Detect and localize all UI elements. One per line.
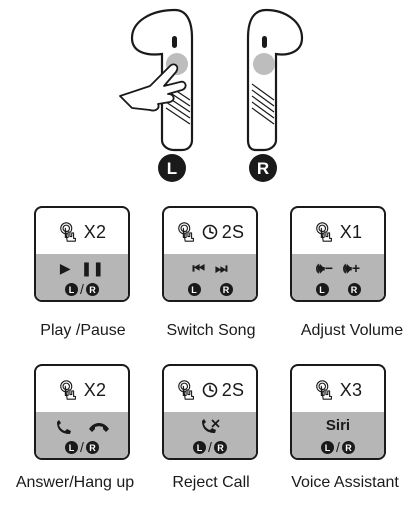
tap-gesture-icon	[177, 380, 194, 400]
hang-up-icon	[89, 423, 109, 432]
function-label: Play /Pause	[40, 322, 126, 339]
reject-call-icon	[202, 419, 220, 433]
control-right: 🕪+	[343, 260, 360, 276]
tap-icon-wrap	[58, 221, 80, 243]
gesture-card: 2S ⏮ ⏭ L R	[162, 206, 258, 302]
action-panel: ⏮ ⏭ L R	[164, 254, 256, 300]
tap-icon-wrap	[314, 379, 336, 401]
tap-icon-wrap	[58, 379, 80, 401]
lr-pair: L R	[178, 283, 242, 296]
lr-indicator: L / R	[36, 439, 128, 455]
function-label: Voice Assistant	[291, 474, 399, 491]
call-controls	[36, 420, 128, 436]
control-right: ⏭	[215, 260, 228, 276]
timer-icon	[202, 224, 218, 240]
lr-indicator: L / R	[292, 439, 384, 455]
media-controls: ▶ ❚❚	[36, 260, 128, 277]
action-panel: ▶ ❚❚ L / R	[36, 254, 128, 300]
r-badge: R	[219, 283, 233, 296]
tap-count: X3	[339, 379, 363, 400]
lr-slash: /	[80, 281, 84, 297]
gesture-row: X3	[292, 366, 384, 414]
timer-wrap	[202, 382, 218, 398]
gesture-card: X1 🕪− 🕪+ L R	[290, 206, 386, 302]
control-left: ▶	[59, 260, 71, 276]
tap-gesture-icon	[59, 380, 76, 400]
function-label: Answer/Hang up	[15, 474, 135, 491]
l-badge: L	[187, 283, 201, 296]
gesture-row: X1	[292, 208, 384, 256]
tap-gesture-icon	[315, 380, 332, 400]
tap-icon-wrap	[176, 221, 198, 243]
left-badge: L	[167, 159, 177, 178]
l-badge: L	[315, 283, 329, 296]
action-panel: Siri L / R	[292, 412, 384, 458]
r-badge: R	[341, 441, 355, 454]
tap-count: X2	[83, 221, 107, 242]
timer-wrap	[202, 224, 218, 240]
gesture-card: 2S L / R	[162, 364, 258, 460]
right-earbud: R	[246, 8, 304, 182]
gesture-card: X3 Siri L / R	[290, 364, 386, 460]
action-panel: 🕪− 🕪+ L R	[292, 254, 384, 300]
gesture-row: 2S	[164, 366, 256, 414]
r-badge: R	[85, 441, 99, 454]
media-controls: ⏮ ⏭	[164, 260, 256, 277]
l-badge: L	[65, 283, 79, 296]
lr-slash: /	[336, 439, 340, 455]
control-left: ⏮	[192, 260, 205, 276]
action-panel: L / R	[164, 412, 256, 458]
lr-slash: /	[208, 439, 212, 455]
siri-label: Siri	[325, 417, 351, 434]
tap-gesture-icon	[177, 222, 194, 242]
right-badge: R	[257, 159, 269, 178]
lr-slash: /	[80, 439, 84, 455]
left-earbud: L	[119, 8, 194, 182]
function-label: Reject Call	[172, 474, 250, 491]
answer-call-icon	[57, 420, 71, 434]
lr-indicator: L / R	[164, 439, 256, 455]
l-badge: L	[65, 441, 79, 454]
control-right: ❚❚	[80, 260, 105, 276]
tap-icon-wrap	[176, 379, 198, 401]
tap-gesture-icon	[59, 222, 76, 242]
media-controls: 🕪− 🕪+	[292, 260, 384, 277]
gesture-row: X2	[36, 208, 128, 256]
function-label: Adjust Volume	[300, 322, 404, 339]
tap-icon-wrap	[314, 221, 336, 243]
lr-indicator: L / R	[36, 281, 128, 297]
tap-count: X2	[83, 379, 107, 400]
r-badge: R	[213, 441, 227, 454]
hold-duration: 2S	[221, 221, 245, 242]
l-badge: L	[193, 441, 207, 454]
earbuds-illustration: L R	[119, 8, 304, 182]
tap-gesture-icon	[315, 222, 332, 242]
function-label: Switch Song	[166, 322, 256, 339]
gesture-row: 2S	[164, 208, 256, 256]
lr-pair: L R	[306, 283, 370, 296]
reject-controls	[164, 418, 256, 436]
gesture-row: X2	[36, 366, 128, 414]
timer-icon	[202, 382, 218, 398]
action-panel: L / R	[36, 412, 128, 458]
r-badge: R	[85, 283, 99, 296]
gesture-card: X2 ▶ ❚❚ L / R	[34, 206, 130, 302]
control-left: 🕪−	[316, 260, 333, 276]
r-badge: R	[347, 283, 361, 296]
tap-count: X1	[339, 221, 363, 242]
hold-duration: 2S	[221, 379, 245, 400]
l-badge: L	[321, 441, 335, 454]
gesture-card: X2 L / R	[34, 364, 130, 460]
